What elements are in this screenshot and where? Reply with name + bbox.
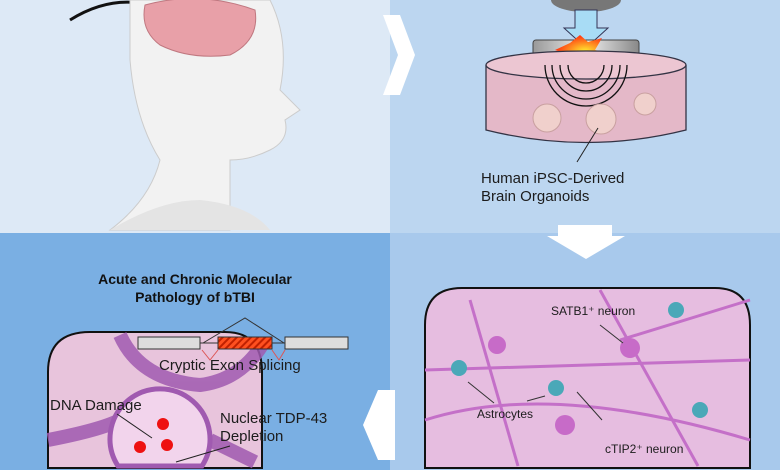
arrow-down: [547, 225, 625, 259]
tdp43-label-line1: Nuclear TDP-43: [220, 410, 328, 427]
organoid: [532, 103, 562, 133]
organoid-label-line2: Brain Organoids: [481, 188, 590, 205]
dna-damage-label: DNA Damage: [50, 397, 142, 414]
human-head-illustration: [69, 0, 301, 231]
arrow-left: [363, 390, 395, 460]
pathology-title: Acute and Chronic Molecular Pathology of…: [60, 270, 330, 306]
pathology-title-line1: Acute and Chronic Molecular: [98, 271, 292, 287]
cryptic-exon-label: Cryptic Exon Splicing: [159, 357, 301, 374]
satb1-neuron-label: SATB1⁺ neuron: [551, 304, 636, 318]
arrow-right: [383, 15, 415, 95]
organoid: [585, 103, 617, 135]
neural-culture-illustration: [424, 287, 751, 469]
tdp43-label-line2: Depletion: [220, 428, 284, 445]
pathology-title-line2: Pathology of bTBI: [135, 289, 255, 305]
organoid: [633, 92, 657, 116]
petri-dish: [485, 50, 687, 163]
tdp43-label: Nuclear TDP-43 Depletion: [220, 410, 327, 446]
brain: [143, 0, 257, 57]
neuron-nucleus-illustration: [46, 331, 268, 469]
organoid-label-line1: Human iPSC-Derived: [481, 170, 625, 187]
exon-diagram: [137, 317, 349, 361]
ctip2-neuron-label: cTIP2⁺ neuron: [605, 442, 684, 456]
astrocytes-label: Astrocytes: [477, 407, 534, 421]
organoid-label: Human iPSC-Derived Brain Organoids: [481, 170, 624, 206]
